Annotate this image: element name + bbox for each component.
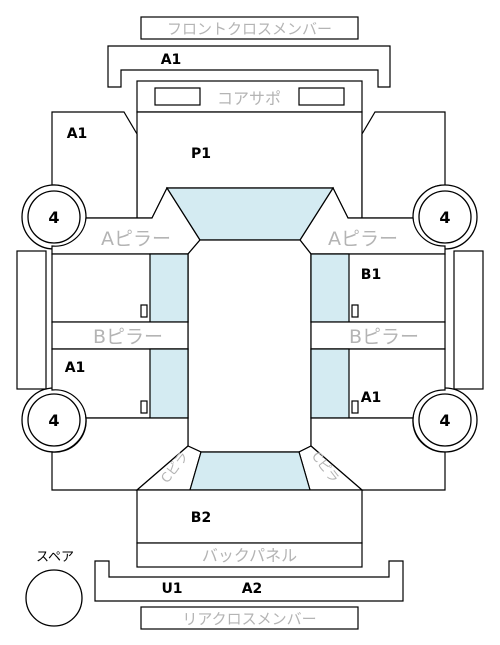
front-right-wheel-value: 4: [439, 208, 450, 227]
a-pillar-left-label: Aピラー: [101, 228, 171, 250]
front-left-wheel[interactable]: [27, 190, 81, 244]
front-bumper[interactable]: [107, 45, 391, 88]
left-headlight[interactable]: [154, 87, 201, 106]
rear-bumper-left-code: U1: [161, 581, 182, 597]
trunk[interactable]: [136, 489, 363, 544]
roof[interactable]: [187, 239, 312, 453]
spare-label: スペア: [36, 550, 74, 565]
b-pillar-left-label: Bピラー: [93, 326, 163, 348]
front-right-wheel[interactable]: [418, 190, 472, 244]
front-right-door-handle[interactable]: [351, 304, 359, 318]
rear-right-door-handle[interactable]: [351, 400, 359, 414]
rear-left-door-handle[interactable]: [140, 400, 148, 414]
rear-right-wheel-value: 4: [439, 411, 450, 430]
spare-tire[interactable]: [25, 569, 83, 627]
rear-right-door-code: A1: [361, 390, 382, 406]
rear-left-door-code: A1: [65, 360, 86, 376]
rear-window[interactable]: [189, 451, 311, 491]
b-pillar-right-label: Bピラー: [349, 326, 419, 348]
front-cross-member-box[interactable]: [140, 16, 359, 40]
front-right-window[interactable]: [310, 253, 350, 323]
right-headlight[interactable]: [298, 87, 345, 106]
rear-bumper-right-code: A2: [242, 581, 263, 597]
front-left-window[interactable]: [149, 253, 189, 323]
rear-left-wheel-value: 4: [48, 411, 59, 430]
back-panel[interactable]: [136, 542, 363, 568]
rear-cross-member-label: リアクロスメンバー: [182, 610, 316, 628]
right-side-rail[interactable]: [453, 250, 484, 390]
front-left-door-handle[interactable]: [140, 304, 148, 318]
rear-right-window[interactable]: [310, 348, 350, 419]
back-panel-label: バックパネル: [202, 546, 297, 565]
rear-bumper[interactable]: [94, 560, 404, 602]
trunk-code: B2: [191, 510, 211, 526]
rear-left-window[interactable]: [149, 348, 189, 419]
front-right-door-code: B1: [361, 267, 381, 283]
b-pillar-right[interactable]: [310, 321, 446, 350]
front-bumper-code: A1: [161, 52, 182, 68]
rear-left-quarter[interactable]: [51, 417, 189, 491]
front-cross-member-label: フロントクロスメンバー: [167, 20, 332, 38]
rear-right-quarter[interactable]: [310, 417, 446, 491]
front-left-wheel-value: 4: [48, 208, 59, 227]
b-pillar-left[interactable]: [51, 321, 189, 350]
a-pillar-right-label: Aピラー: [328, 228, 398, 250]
front-left-fender-code: A1: [67, 126, 88, 142]
rear-right-wheel[interactable]: [418, 393, 472, 447]
hood-code: P1: [191, 146, 211, 162]
rear-cross-member-box[interactable]: [140, 606, 359, 630]
rear-left-wheel[interactable]: [27, 393, 81, 447]
core-support-label: コアサポ: [217, 89, 281, 108]
left-side-rail[interactable]: [16, 250, 47, 390]
